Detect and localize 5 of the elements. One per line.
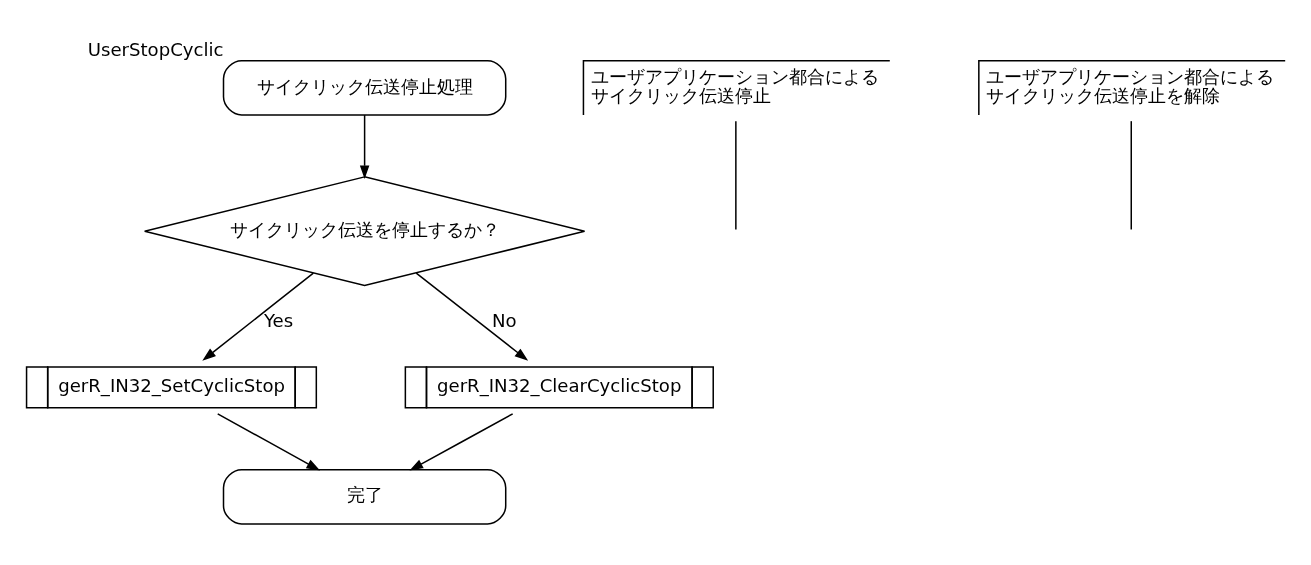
node-text: ユーザアプリケーション都合によるサイクリック伝送停止 <box>590 65 879 107</box>
edge-label: No <box>491 310 517 332</box>
node-text: ユーザアプリケーション都合によるサイクリック伝送停止を解除 <box>986 65 1275 107</box>
node-label: UserStopCyclic <box>87 38 224 60</box>
edge-label: Yes <box>263 310 294 332</box>
